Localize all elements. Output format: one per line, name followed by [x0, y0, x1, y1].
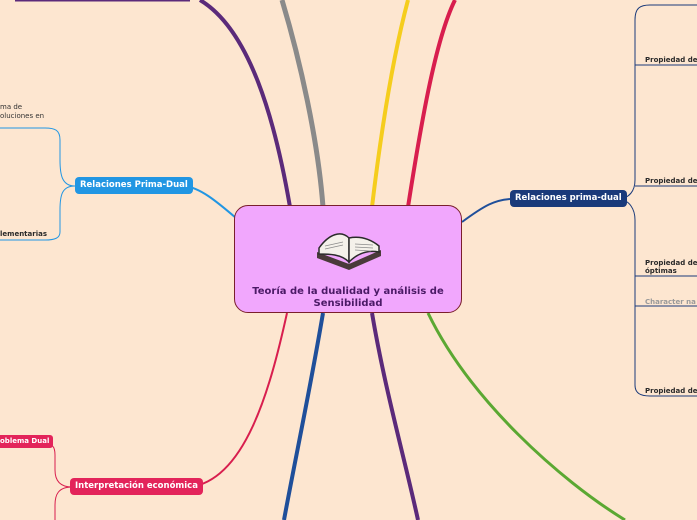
connector-left-subtree: [0, 127, 76, 187]
connector-purple-bottom: [370, 312, 420, 520]
connector-right-subtree-2: [616, 198, 697, 397]
connector-grey-top: [279, 0, 326, 208]
right-propiedad-3-line2: óptimas: [645, 267, 677, 275]
left-text-1: ma de: [0, 103, 23, 111]
right-propiedad-1[interactable]: Propiedad de: [645, 56, 697, 64]
connector-left-subtree-2: [0, 185, 76, 241]
node-interpretacion-economica[interactable]: Interpretación económica: [70, 478, 203, 495]
left-complementarias[interactable]: lementarias: [0, 230, 47, 238]
open-book-icon: [317, 233, 381, 270]
connector-navy-right: [461, 198, 511, 223]
connector-crimson-bottom: [189, 312, 288, 488]
right-propiedad-3[interactable]: Propiedad de: [645, 259, 697, 267]
connector-crimson-subtree-2: [54, 486, 73, 520]
connector-navy-bottom: [282, 312, 325, 520]
right-character[interactable]: Character na: [645, 298, 696, 306]
node-relaciones-prima-dual-left[interactable]: Relaciones Prima-Dual: [75, 177, 193, 194]
central-topic[interactable]: Teoría de la dualidad y análisis de Sens…: [234, 205, 462, 313]
connector-purple-top: [198, 0, 292, 208]
node-relaciones-prima-dual-right[interactable]: Relaciones prima-dual: [510, 190, 627, 207]
connector-yellow-top: [370, 0, 410, 208]
right-propiedad-2[interactable]: Propiedad de: [645, 177, 697, 185]
connector-crimson-top: [406, 0, 457, 208]
connector-green-bottom-right: [426, 312, 626, 520]
connector-crimson-subtree: [44, 443, 73, 488]
node-problema-dual[interactable]: oblema Dual: [0, 435, 54, 448]
right-propiedad-4[interactable]: Propiedad de: [645, 387, 697, 395]
connector-right-subtree: [616, 4, 697, 200]
central-topic-title: Teoría de la dualidad y análisis de Sens…: [252, 286, 444, 309]
left-text-2: oluciones en: [0, 112, 45, 120]
